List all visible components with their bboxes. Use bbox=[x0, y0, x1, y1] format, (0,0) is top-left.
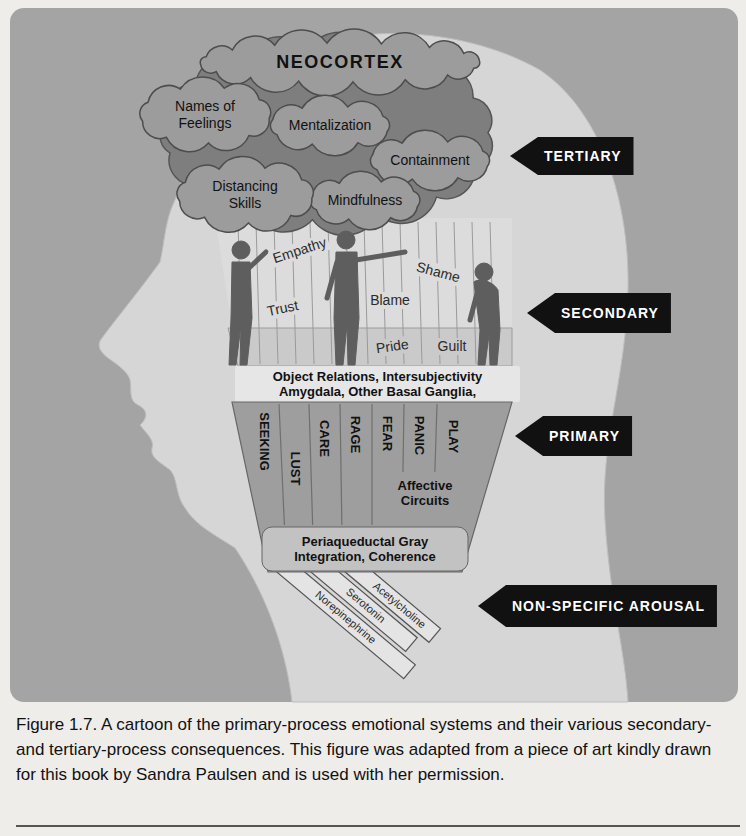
arrow-shape bbox=[527, 293, 671, 333]
node-text: PRIMARY bbox=[549, 428, 620, 444]
circuit-stripe bbox=[435, 404, 437, 472]
emotion-label: Shame bbox=[411, 257, 464, 286]
figure-head bbox=[475, 263, 493, 281]
emotion-system: FEAR bbox=[380, 416, 395, 451]
emotion-system: CARE bbox=[317, 420, 332, 457]
node-text: NON-SPECIFIC AROUSAL bbox=[512, 598, 705, 614]
thought-cloud: Names of Feelings bbox=[132, 78, 279, 152]
node-text: Names of Feelings bbox=[166, 98, 244, 132]
circuit-stripe bbox=[279, 404, 284, 525]
band-shape bbox=[262, 527, 468, 571]
secondary-stage bbox=[215, 218, 512, 366]
figure-arm bbox=[327, 262, 337, 298]
circuit-stripe bbox=[309, 404, 313, 525]
rain-line bbox=[418, 222, 422, 364]
emotion-label: Pride bbox=[372, 335, 413, 357]
emotion-label: Trust bbox=[263, 296, 303, 320]
figure-head bbox=[337, 231, 355, 249]
node-text: TERTIARY bbox=[544, 148, 621, 164]
circuit-stripe bbox=[403, 404, 404, 472]
fan-shape bbox=[232, 402, 512, 572]
figure-arm bbox=[470, 290, 478, 320]
node-text: Containment bbox=[390, 152, 469, 169]
rain-lines bbox=[238, 222, 494, 364]
brain-band: Object Relations, Intersubjectivity Amyg… bbox=[235, 366, 520, 402]
node-text: Object Relations, Intersubjectivity Amyg… bbox=[241, 369, 514, 399]
node-text: SECONDARY bbox=[561, 305, 659, 321]
rain-line bbox=[274, 222, 278, 364]
thought-cloud: Containment bbox=[361, 132, 499, 189]
figure-head bbox=[232, 241, 250, 259]
cloud-shape bbox=[270, 95, 389, 155]
figure-body bbox=[334, 252, 359, 365]
arrow-shape bbox=[478, 585, 717, 627]
thought-cloud: NEOCORTEX bbox=[190, 33, 490, 92]
transmitter-ribbons bbox=[272, 554, 441, 678]
figure-arm bbox=[356, 252, 405, 260]
figure-panel bbox=[10, 8, 738, 702]
rain-line bbox=[256, 222, 260, 364]
level-arrow: NON-SPECIFIC AROUSAL bbox=[478, 585, 717, 627]
figure-body bbox=[229, 262, 252, 365]
stage-floor bbox=[228, 328, 512, 366]
node-text: NEOCORTEX bbox=[276, 54, 404, 71]
emotion-label: Guilt bbox=[435, 338, 470, 355]
node-text: Periaqueductal Gray Integration, Coheren… bbox=[268, 534, 462, 564]
level-arrow: SECONDARY bbox=[527, 293, 671, 333]
figures bbox=[229, 231, 500, 365]
pag-band: Periaqueductal Gray Integration, Coheren… bbox=[262, 527, 468, 571]
emotion-label: Blame bbox=[367, 292, 413, 309]
figure-arm bbox=[249, 252, 266, 268]
emotion-system: RAGE bbox=[349, 416, 364, 454]
emotion-label: Empathy bbox=[268, 232, 332, 267]
node-text: Mindfulness bbox=[328, 192, 403, 209]
level-arrow: PRIMARY bbox=[515, 416, 632, 456]
node-text: Mentalization bbox=[289, 117, 372, 134]
emotion-system: PANIC bbox=[412, 416, 427, 455]
thought-cloud: Distancing Skills bbox=[169, 158, 321, 232]
node-text: Affective Circuits bbox=[382, 478, 468, 508]
figure-caption: Figure 1.7. A cartoon of the primary-pro… bbox=[16, 712, 732, 787]
emotion-system: SEEKING bbox=[256, 412, 271, 471]
cloud-shape bbox=[139, 77, 270, 152]
thought-cloud: Mindfulness bbox=[301, 172, 429, 229]
arrow-shape bbox=[515, 416, 632, 456]
cloud-shape bbox=[177, 156, 313, 232]
circuit-stripe bbox=[371, 404, 372, 525]
transmitter-ribbon bbox=[272, 554, 415, 678]
level-arrow: TERTIARY bbox=[510, 137, 633, 175]
caption-rule bbox=[16, 825, 740, 827]
emotion-system: LUST bbox=[288, 452, 303, 486]
cloud-shape bbox=[310, 171, 420, 229]
node-text: Distancing Skills bbox=[204, 178, 286, 212]
emotion-system: PLAY bbox=[446, 420, 461, 453]
band-shape bbox=[235, 366, 520, 402]
circuit-stripe bbox=[340, 404, 342, 525]
arrow-shape bbox=[510, 137, 633, 175]
